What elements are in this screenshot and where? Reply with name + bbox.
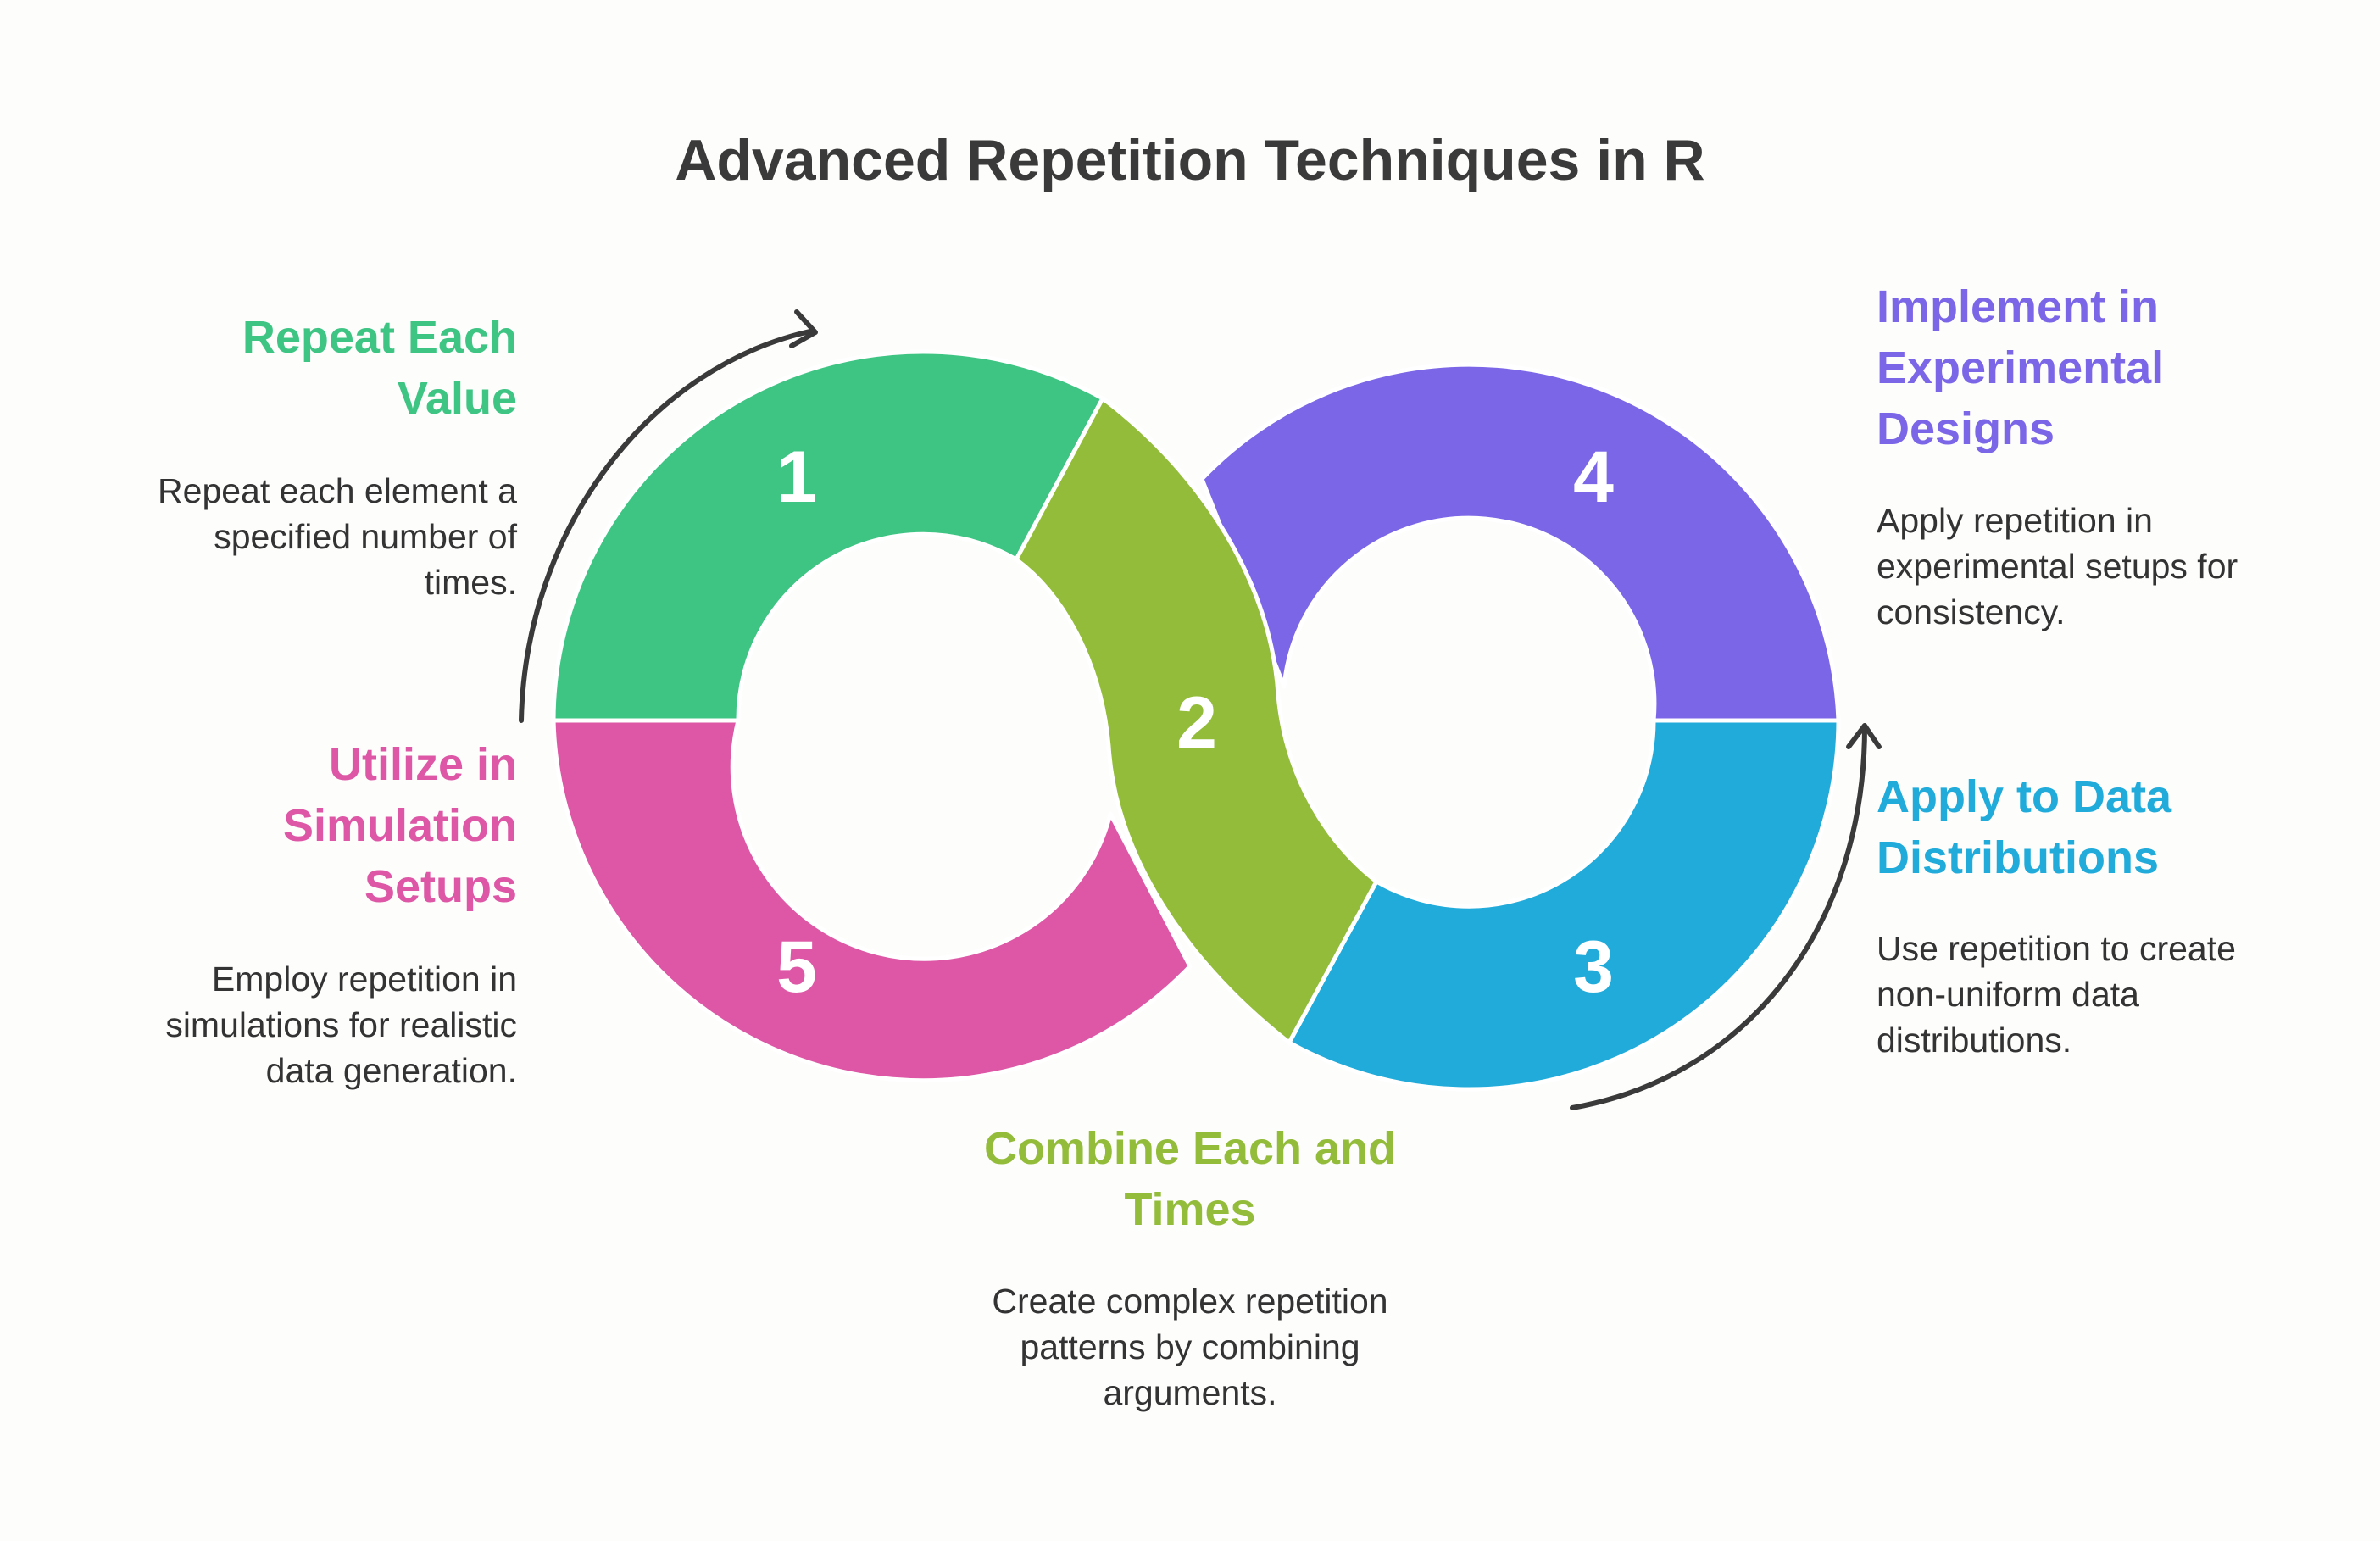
step-2-description-line: arguments. — [1103, 1373, 1277, 1412]
step-3-description-line: non-uniform data — [1877, 975, 2139, 1014]
step-4-heading-line: Implement in — [1877, 281, 2160, 332]
step-4-heading-line: Experimental — [1877, 342, 2165, 393]
step-5-description-line: Employ repetition in — [211, 960, 517, 999]
step-2-description-line: Create complex repetition — [992, 1282, 1388, 1321]
segment-3 — [1287, 718, 1841, 1092]
lower-right-arrowhead-icon — [1846, 723, 1882, 749]
step-5-heading-line: Simulation — [282, 800, 517, 851]
step-2-description-line: patterns by combining — [1020, 1327, 1360, 1366]
step-4-description-line: consistency. — [1877, 592, 2066, 631]
step-3-description: Use repetition to create non-uniform dat… — [1877, 926, 2360, 1063]
step-3-description-line: distributions. — [1877, 1021, 2072, 1060]
upper-left-arrow — [519, 328, 816, 723]
step-1-description: Repeat each element a specified number o… — [51, 468, 517, 605]
upper-left-arrowhead-icon — [789, 309, 818, 348]
step-1-number: 1 — [776, 437, 817, 518]
segment-2 — [1014, 396, 1379, 1045]
step-4-description-line: experimental setups for — [1877, 547, 2238, 586]
step-1-heading-line: Repeat Each — [242, 312, 517, 363]
step-4-number: 4 — [1573, 437, 1614, 518]
step-2-heading-line: Times — [1124, 1184, 1256, 1235]
step-1-heading-line: Value — [397, 373, 517, 424]
step-2-description: Create complex repetition patterns by co… — [893, 1278, 1487, 1416]
step-5-heading-line: Setups — [364, 861, 517, 912]
step-1-description-line: Repeat each element a — [158, 471, 517, 510]
step-5-description: Employ repetition in simulations for rea… — [51, 956, 517, 1093]
step-1-heading: Repeat Each Value — [110, 307, 517, 429]
step-1-description-line: specified number of — [214, 517, 517, 556]
step-3-heading-line: Apply to Data — [1877, 771, 2172, 822]
step-3-heading-line: Distributions — [1877, 832, 2159, 883]
step-4-heading: Implement in Experimental Designs — [1877, 276, 2351, 459]
step-3-heading: Apply to Data Distributions — [1877, 766, 2351, 888]
step-5-description-line: data generation. — [265, 1051, 517, 1090]
step-5-number: 5 — [776, 926, 817, 1008]
segment-4 — [1199, 362, 1841, 723]
step-4-description: Apply repetition in experimental setups … — [1877, 498, 2360, 635]
segment-5 — [551, 718, 1193, 1083]
step-4-heading-line: Designs — [1877, 403, 2055, 454]
step-5-description-line: simulations for realistic — [165, 1005, 517, 1044]
step-1-description-line: times. — [424, 563, 517, 602]
page-title: Advanced Repetition Techniques in R — [675, 128, 1705, 192]
step-2-heading-line: Combine Each and — [983, 1123, 1397, 1174]
step-2-number: 2 — [1176, 682, 1217, 764]
step-3-description-line: Use repetition to create — [1877, 929, 2236, 968]
step-3-number: 3 — [1573, 926, 1614, 1008]
lower-right-arrow — [1570, 725, 1867, 1110]
step-2-heading: Combine Each and Times — [893, 1118, 1487, 1240]
segment-1 — [551, 349, 1105, 723]
step-5-heading-line: Utilize in — [328, 739, 517, 790]
step-4-description-line: Apply repetition in — [1877, 501, 2153, 540]
step-5-heading: Utilize in Simulation Setups — [110, 734, 517, 917]
